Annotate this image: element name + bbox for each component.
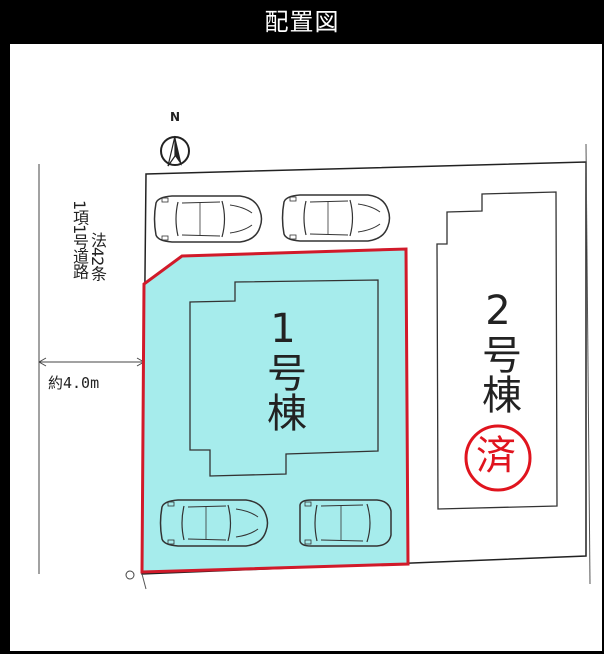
sold-stamp-label: 済 <box>476 433 516 479</box>
parking-car-2 <box>281 194 391 242</box>
boundary-marker <box>125 570 135 580</box>
page-title: 配置図 <box>0 0 604 44</box>
compass-north-label: N <box>170 110 181 124</box>
parking-car-1 <box>153 195 263 243</box>
road-type-label-col1: 1項1号道路 <box>70 200 89 279</box>
lot-2-label: 2号棟 <box>475 288 521 414</box>
sold-stamp <box>464 424 532 492</box>
house-1-footprint <box>189 279 379 477</box>
lot-1-area <box>140 247 410 574</box>
road-width-label: 約4.0m <box>48 372 100 393</box>
lot-1-label: 1号棟 <box>260 306 306 432</box>
site-plan-frame: 1項1号道路 法42条 約4.0m N 1号棟 2号棟 済 <box>10 44 602 651</box>
north-arrow-icon <box>160 135 190 167</box>
house-2-footprint <box>436 191 558 510</box>
site-plan-drawing <box>38 135 591 590</box>
road-type-label-col2: 法42条 <box>88 232 107 281</box>
